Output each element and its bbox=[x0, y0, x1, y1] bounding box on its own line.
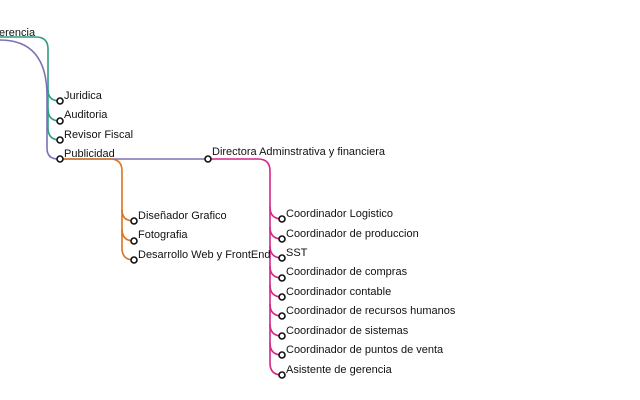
edge-desarrollo bbox=[121, 229, 135, 261]
label-logistico[interactable]: Coordinador Logistico bbox=[286, 208, 393, 220]
label-produccion[interactable]: Coordinador de produccion bbox=[286, 228, 419, 240]
node-auditoria[interactable] bbox=[56, 117, 64, 125]
node-rrhh[interactable] bbox=[278, 312, 286, 320]
label-fotografia[interactable]: Fotografia bbox=[138, 229, 188, 241]
label-juridica[interactable]: Juridica bbox=[64, 90, 103, 102]
node-disenador[interactable] bbox=[130, 217, 138, 225]
edge-revisor-fiscal bbox=[47, 109, 61, 141]
label-revisor-fiscal[interactable]: Revisor Fiscal bbox=[64, 129, 133, 141]
labels: erencia Juridica Auditoria Revisor Fisca… bbox=[0, 27, 456, 376]
edge-fotografia bbox=[121, 210, 135, 242]
label-publicidad[interactable]: Publicidad bbox=[64, 148, 115, 160]
label-contable[interactable]: Coordinador contable bbox=[286, 286, 391, 298]
edge-auditoria bbox=[47, 90, 61, 122]
node-logistico[interactable] bbox=[278, 215, 286, 223]
node-fotografia[interactable] bbox=[130, 237, 138, 245]
label-gerencia[interactable]: erencia bbox=[0, 27, 36, 39]
label-compras[interactable]: Coordinador de compras bbox=[286, 266, 408, 278]
node-compras[interactable] bbox=[278, 274, 286, 282]
label-directora[interactable]: Directora Adminstrativa y financiera bbox=[212, 146, 386, 158]
label-asistente[interactable]: Asistente de gerencia bbox=[286, 364, 393, 376]
node-publicidad[interactable] bbox=[56, 155, 64, 163]
node-produccion[interactable] bbox=[278, 235, 286, 243]
node-desarrollo[interactable] bbox=[130, 256, 138, 264]
edge-magenta-trunk bbox=[208, 158, 271, 363]
edge-teal-trunk bbox=[0, 36, 49, 90]
node-contable[interactable] bbox=[278, 293, 286, 301]
label-rrhh[interactable]: Coordinador de recursos humanos bbox=[286, 305, 456, 317]
label-auditoria[interactable]: Auditoria bbox=[64, 109, 108, 121]
label-sst[interactable]: SST bbox=[286, 247, 308, 259]
node-asistente[interactable] bbox=[278, 371, 286, 379]
nodes bbox=[56, 97, 286, 379]
node-juridica[interactable] bbox=[56, 97, 64, 105]
node-revisor-fiscal[interactable] bbox=[56, 136, 64, 144]
label-puntos-venta[interactable]: Coordinador de puntos de venta bbox=[286, 344, 444, 356]
label-sistemas[interactable]: Coordinador de sistemas bbox=[286, 325, 409, 337]
node-directora[interactable] bbox=[204, 155, 212, 163]
label-desarrollo[interactable]: Desarrollo Web y FrontEnd bbox=[138, 249, 270, 261]
label-disenador[interactable]: Diseñador Grafico bbox=[138, 210, 227, 222]
edge-orange-trunk bbox=[60, 158, 123, 210]
node-sistemas[interactable] bbox=[278, 332, 286, 340]
node-sst[interactable] bbox=[278, 254, 286, 262]
edge-purple-trunk bbox=[0, 39, 208, 160]
edges bbox=[0, 36, 283, 376]
node-puntos-venta[interactable] bbox=[278, 351, 286, 359]
